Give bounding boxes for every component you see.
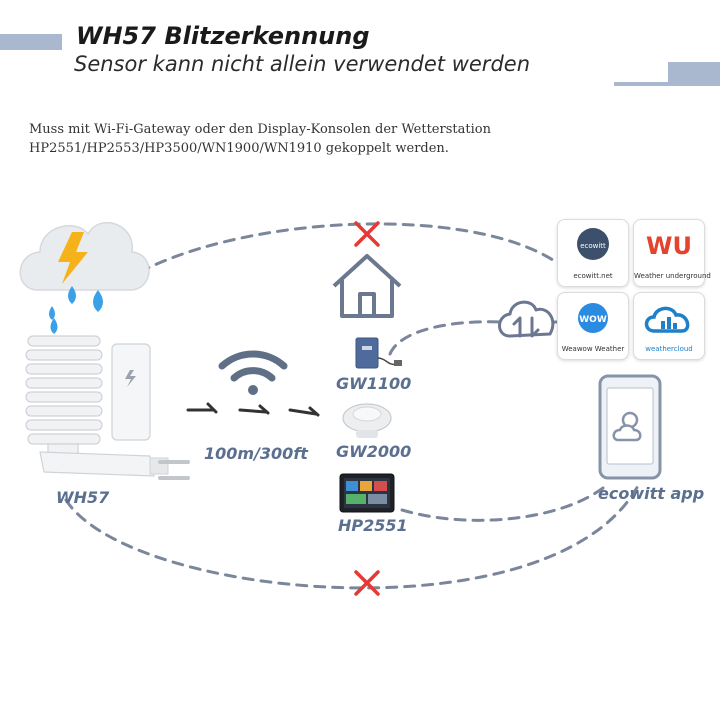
page-subtitle: Sensor kann nicht allein verwendet werde… <box>74 52 531 76</box>
device-label-gw1100: GW1100 <box>336 374 412 393</box>
cloud-lightning-icon <box>19 222 150 334</box>
description: Muss mit Wi-Fi-Gateway oder den Display-… <box>29 120 491 158</box>
svg-text:WOW: WOW <box>579 315 607 325</box>
cross-icon-top <box>354 221 380 247</box>
ecowitt-logo-icon: ecowitt <box>577 228 609 260</box>
app-tile-weawow: WOW Weawow Weather <box>557 292 629 360</box>
description-line-2: HP2551/HP2553/HP3500/WN1900/WN1910 gekop… <box>29 141 449 156</box>
app-caption-weawow: Weawow Weather <box>561 345 625 353</box>
app-tile-weathercloud: weathercloud <box>633 292 705 360</box>
phone-label: ecowitt app <box>598 484 705 503</box>
device-label-gw2000: GW2000 <box>336 442 412 461</box>
cloud-sync-icon <box>498 300 555 338</box>
device-label-hp2551: HP2551 <box>338 516 408 535</box>
wh57-sensor-illustration <box>25 335 190 480</box>
description-line-1: Muss mit Wi-Fi-Gateway oder den Display-… <box>29 122 491 137</box>
app-caption-weathercloud: weathercloud <box>645 345 693 353</box>
house-icon <box>332 254 402 318</box>
cross-icon-bottom <box>354 570 380 596</box>
app-tile-ecowitt: ecowitt ecowitt.net <box>557 219 629 287</box>
app-caption-weather-underground: Weather underground <box>634 272 711 280</box>
weathercloud-logo-icon <box>644 306 690 333</box>
gw2000-device <box>342 403 392 438</box>
weather-underground-logo-icon: WU <box>646 232 692 260</box>
dashed-line-hp2551 <box>400 486 605 522</box>
wifi-icon <box>218 350 288 395</box>
header-bar-right <box>668 62 720 84</box>
hp2551-device <box>339 473 395 513</box>
header-bar-right-line <box>614 82 720 86</box>
gw1100-device <box>355 337 402 369</box>
range-label: 100m/300ft <box>204 444 308 463</box>
page-title: WH57 Blitzerkennung <box>76 22 370 50</box>
app-tile-weather-underground: WU Weather underground <box>633 219 711 287</box>
sensor-label: WH57 <box>56 488 110 507</box>
dashed-line-bottom <box>64 480 642 590</box>
signal-arrows <box>186 402 320 417</box>
svg-text:ecowitt: ecowitt <box>580 242 606 250</box>
weawow-logo-icon: WOW <box>578 303 608 333</box>
dashed-line-gw1100 <box>388 320 504 356</box>
svg-text:WU: WU <box>646 232 692 260</box>
header-bar-left <box>0 34 62 50</box>
phone-weather-icon <box>598 374 662 480</box>
dashed-line-top <box>138 222 558 274</box>
app-caption-ecowitt: ecowitt.net <box>573 272 613 280</box>
